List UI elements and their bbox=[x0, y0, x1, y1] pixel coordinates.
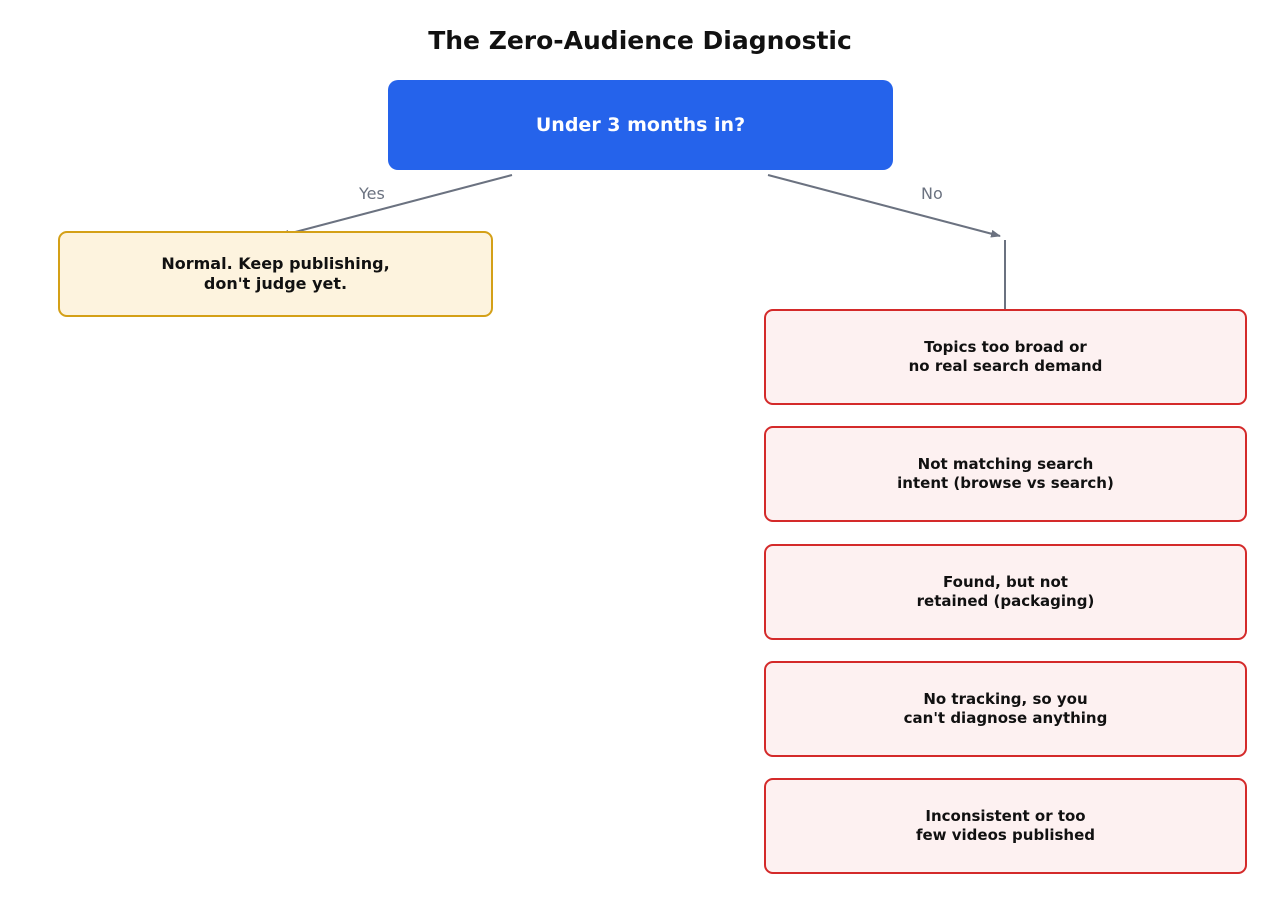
cause-label: No tracking, so you can't diagnose anyth… bbox=[903, 689, 1108, 727]
root-question-node: Under 3 months in? bbox=[388, 80, 893, 170]
no-edge-label: No bbox=[921, 184, 943, 203]
yes-outcome-node: Normal. Keep publishing, don't judge yet… bbox=[58, 231, 493, 317]
cause-label: Topics too broad or no real search deman… bbox=[908, 338, 1103, 375]
cause-node-inconsistent-publishing: Inconsistent or too few videos published bbox=[764, 778, 1247, 874]
cause-label: Not matching search intent (browse vs se… bbox=[897, 455, 1114, 493]
no-causes-list: Topics too broad or no real search deman… bbox=[764, 309, 1247, 895]
cause-node-broad-topics: Topics too broad or no real search deman… bbox=[764, 309, 1247, 405]
cause-node-no-tracking: No tracking, so you can't diagnose anyth… bbox=[764, 660, 1247, 757]
cause-node-retention: Found, but not retained (packaging) bbox=[764, 543, 1247, 640]
cause-label: Inconsistent or too few videos published bbox=[915, 807, 1096, 844]
yes-connector-arrow bbox=[279, 174, 513, 238]
cause-node-search-intent: Not matching search intent (browse vs se… bbox=[764, 426, 1247, 523]
diagram-title: The Zero-Audience Diagnostic bbox=[428, 26, 852, 55]
yes-outcome-label: Normal. Keep publishing, don't judge yet… bbox=[161, 254, 390, 293]
root-question-label: Under 3 months in? bbox=[535, 114, 746, 136]
yes-edge-label: Yes bbox=[359, 184, 385, 203]
no-connector-arrow bbox=[767, 174, 1001, 238]
cause-label: Found, but not retained (packaging) bbox=[916, 572, 1095, 610]
